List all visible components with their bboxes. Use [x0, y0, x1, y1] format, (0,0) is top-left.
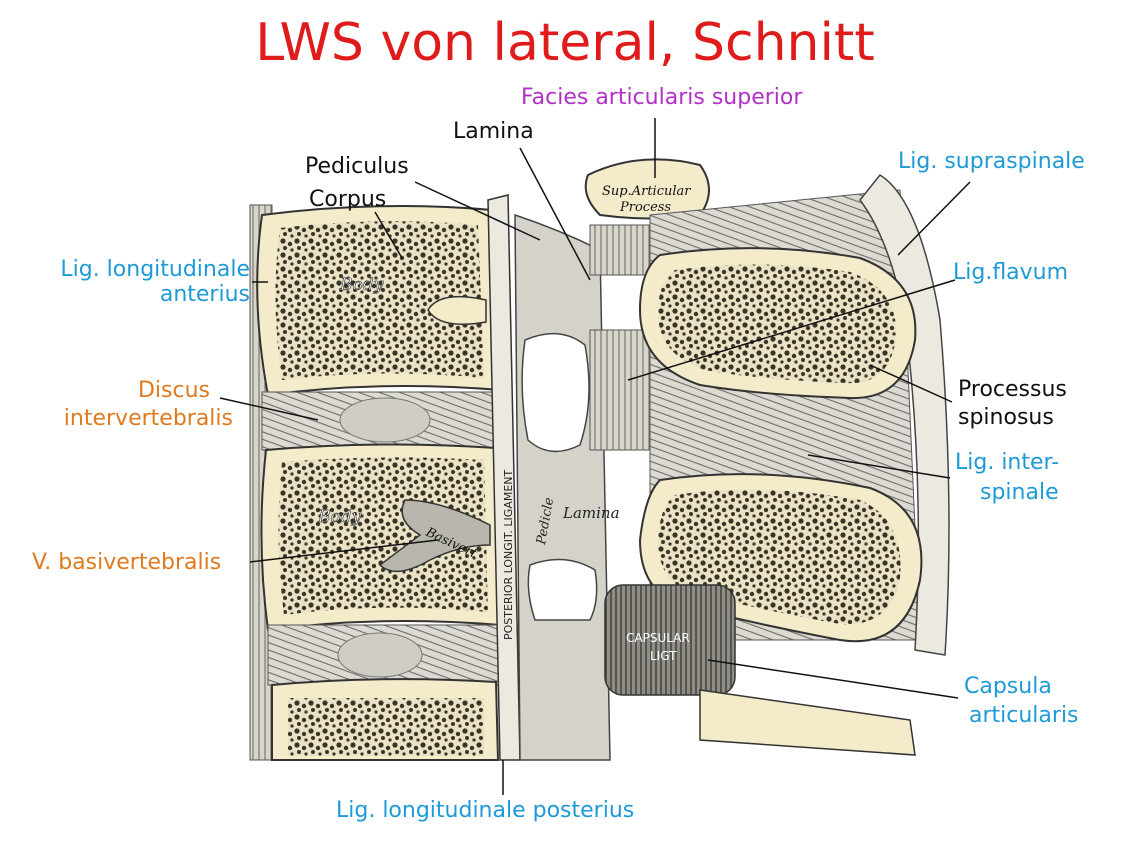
- ligamentum-flavum: [589, 329, 651, 451]
- page-title: LWS von lateral, Schnitt: [255, 13, 875, 73]
- label-capsula-2: articularis: [969, 703, 1079, 728]
- basivertebral-vein: [378, 499, 491, 573]
- label-lig-flavum: Lig.flavum: [953, 260, 1069, 285]
- engraved-body-upper: Body: [339, 275, 384, 295]
- leader-pediculus: [414, 181, 541, 241]
- engraved-posterior-ligament: POSTERIOR LONGIT. LIGAMENT: [502, 469, 515, 640]
- label-lig-interspinale-1: Lig. inter-: [955, 450, 1060, 475]
- engraved-sup-articular-1: Sup.Articular: [602, 184, 691, 199]
- label-corpus: Corpus: [309, 187, 387, 212]
- leader-basivertebralis: [249, 539, 439, 563]
- intervertebral-foramen-lower: [527, 558, 598, 621]
- label-lig-interspinale-2: spinale: [980, 480, 1059, 505]
- label-lig-long-posterius: Lig. longitudinale posterius: [336, 798, 635, 823]
- leader-processus: [869, 364, 953, 403]
- engraved-lamina: Lamina: [562, 504, 620, 522]
- label-v-basivertebralis: V. basivertebralis: [32, 550, 222, 575]
- capsular-ligament: [604, 584, 736, 696]
- leader-lamina: [519, 147, 591, 281]
- inferior-articular-process: [699, 689, 916, 756]
- pedicle-column: [514, 213, 611, 761]
- label-lig-long-anterius-2: anterius: [159, 282, 250, 307]
- engraved-body-lower: Body: [317, 507, 362, 527]
- label-lig-long-anterius-1: Lig. longitudinale: [60, 257, 250, 282]
- leader-discus: [219, 397, 319, 421]
- label-capsula-1: Capsula: [964, 674, 1052, 699]
- label-pediculus: Pediculus: [305, 154, 409, 179]
- leader-interspinale: [807, 454, 951, 479]
- label-facies-articularis-superior: Facies articularis superior: [521, 85, 803, 110]
- engraved-sup-articular-2: Process: [619, 200, 671, 215]
- intervertebral-foramen-upper: [521, 332, 590, 453]
- label-processus-2: spinosus: [958, 405, 1054, 430]
- engraved-capsular-2: LIGT: [650, 649, 677, 663]
- leader-supraspinale: [897, 181, 971, 256]
- engraved-capsular-1: CAPSULAR: [626, 631, 690, 645]
- label-lamina: Lamina: [453, 119, 534, 144]
- leader-corpus: [374, 211, 403, 259]
- label-lig-supraspinale: Lig. supraspinale: [898, 149, 1085, 174]
- leader-flavum: [627, 279, 956, 381]
- label-processus-1: Processus: [958, 377, 1067, 402]
- leader-capsula: [707, 659, 959, 699]
- label-discus-2: intervertebralis: [63, 406, 233, 431]
- basivertebral-notch-upper: [427, 295, 487, 325]
- label-discus-1: Discus: [137, 378, 210, 403]
